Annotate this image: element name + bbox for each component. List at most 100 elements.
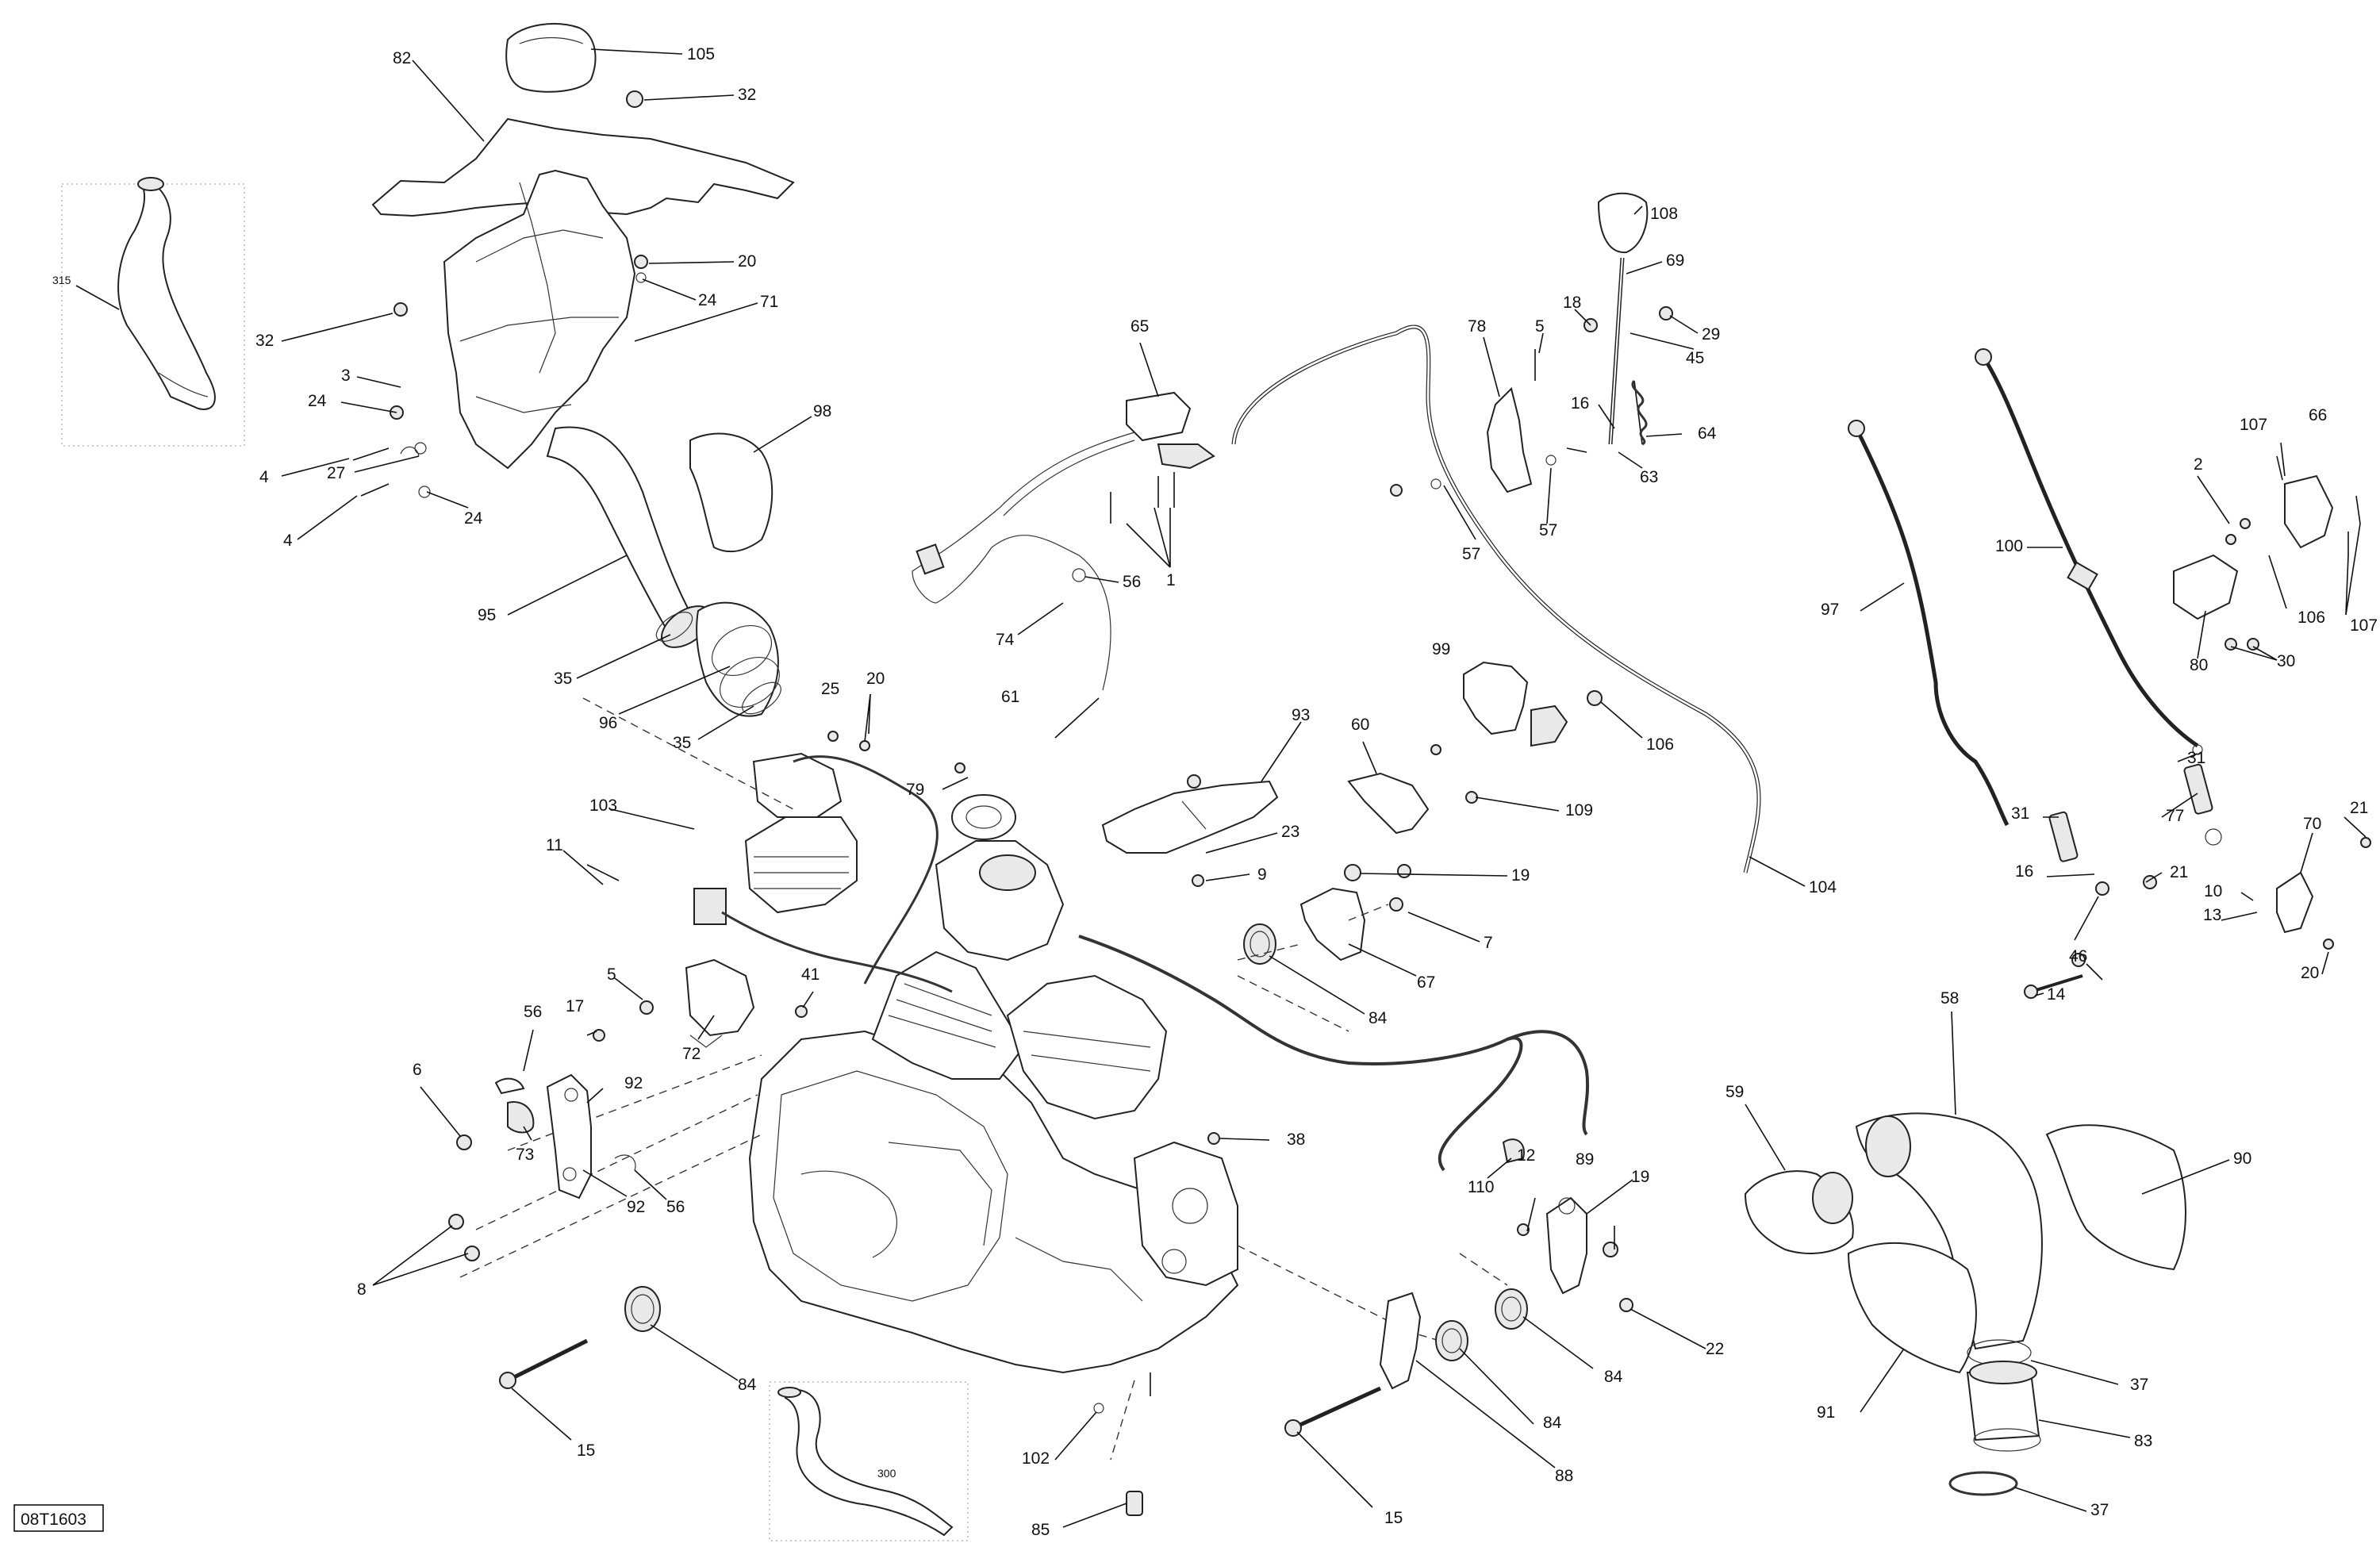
air-intake-assembly — [352, 23, 795, 717]
callout-107: 107 — [2240, 416, 2267, 434]
callout-37: 37 — [2090, 1501, 2109, 1519]
leader-lines — [281, 48, 2367, 1528]
callout-12: 12 — [1517, 1146, 1535, 1165]
callout-20: 20 — [2301, 964, 2319, 982]
callout-96: 96 — [599, 714, 617, 732]
callout-98: 98 — [813, 402, 831, 420]
inset-breather-hose: 300 — [769, 1381, 969, 1541]
callout-56: 56 — [666, 1198, 685, 1216]
callout-14: 14 — [2047, 985, 2066, 1004]
callout-106: 106 — [1646, 735, 1674, 754]
callout-69: 69 — [1666, 251, 1684, 270]
callout-107: 107 — [2350, 616, 2378, 635]
callout-95: 95 — [478, 606, 496, 624]
callout-1: 1 — [1166, 571, 1176, 589]
callout-88: 88 — [1555, 1467, 1573, 1485]
callout-74: 74 — [996, 631, 1015, 649]
callout-38: 38 — [1287, 1130, 1305, 1149]
callout-19: 19 — [1631, 1168, 1649, 1186]
callout-84: 84 — [738, 1376, 757, 1394]
callout-66: 66 — [2309, 406, 2327, 424]
callout-30: 30 — [2277, 652, 2295, 670]
callout-4: 4 — [259, 468, 269, 486]
diagram-id-label: 08T1603 — [21, 1511, 86, 1529]
callout-61: 61 — [1001, 688, 1019, 706]
callout-99: 99 — [1432, 640, 1450, 658]
callout-2: 2 — [2194, 455, 2203, 474]
callout-57: 57 — [1539, 521, 1557, 539]
shift-rods — [1848, 348, 2222, 999]
engine — [459, 697, 1589, 1516]
callout-102: 102 — [1022, 1449, 1050, 1468]
callout-19: 19 — [1511, 866, 1530, 885]
right-engine-mounts — [1284, 1138, 1633, 1437]
callout-71: 71 — [760, 293, 778, 311]
callout-27: 27 — [327, 464, 345, 482]
callout-17: 17 — [566, 997, 584, 1015]
callout-60: 60 — [1351, 716, 1369, 734]
left-engine-mount — [448, 1073, 661, 1389]
callout-13: 13 — [2203, 906, 2221, 924]
callout-77: 77 — [2166, 807, 2184, 825]
callout-56: 56 — [524, 1003, 542, 1021]
callout-21: 21 — [2170, 863, 2188, 881]
throttle-cable — [912, 391, 1215, 739]
callout-24: 24 — [308, 392, 327, 410]
callout-29: 29 — [1702, 325, 1720, 344]
callout-46: 46 — [2069, 947, 2087, 965]
callout-23: 23 — [1281, 823, 1299, 841]
callout-25: 25 — [821, 680, 839, 698]
callout-8: 8 — [357, 1280, 367, 1299]
callout-83: 83 — [2134, 1432, 2152, 1450]
callout-67: 67 — [1417, 973, 1435, 992]
callout-3: 3 — [341, 367, 351, 385]
callout-37: 37 — [2130, 1376, 2148, 1394]
callout-16: 16 — [2015, 862, 2033, 881]
callout-100: 100 — [1995, 537, 2023, 555]
callout-24: 24 — [698, 291, 717, 309]
inset-label-300: 300 — [877, 1467, 896, 1480]
callout-35: 35 — [673, 734, 691, 752]
callout-84: 84 — [1604, 1368, 1623, 1386]
callout-72: 72 — [682, 1045, 701, 1063]
callout-10: 10 — [2204, 882, 2222, 900]
inset-intake-duct: 315 — [52, 177, 245, 447]
callout-70: 70 — [2303, 815, 2321, 833]
callout-82: 82 — [393, 49, 411, 67]
callout-108: 108 — [1650, 205, 1678, 223]
callout-45: 45 — [1686, 349, 1704, 367]
callout-15: 15 — [1384, 1509, 1403, 1527]
callout-58: 58 — [1940, 989, 1959, 1008]
callout-16: 16 — [1571, 394, 1589, 413]
callout-5: 5 — [1535, 317, 1545, 336]
callout-15: 15 — [577, 1441, 595, 1460]
callout-21: 21 — [2350, 799, 2368, 817]
callout-109: 109 — [1565, 801, 1593, 820]
callout-11: 11 — [546, 836, 563, 854]
callout-20: 20 — [866, 670, 885, 688]
callout-9: 9 — [1257, 866, 1267, 884]
callout-24: 24 — [464, 509, 483, 528]
callout-35: 35 — [554, 670, 572, 688]
callout-22: 22 — [1706, 1340, 1724, 1358]
shift-lever-assembly — [1390, 192, 1673, 497]
callout-31: 31 — [2187, 749, 2205, 767]
callout-80: 80 — [2190, 656, 2208, 674]
callout-85: 85 — [1031, 1521, 1050, 1539]
shifter-brackets — [2173, 474, 2371, 950]
callout-97: 97 — [1821, 601, 1839, 619]
callout-63: 63 — [1640, 468, 1658, 486]
mount-67 — [1243, 864, 1411, 965]
callout-104: 104 — [1809, 878, 1837, 896]
callout-20: 20 — [738, 252, 756, 271]
callout-78: 78 — [1468, 317, 1486, 336]
callout-65: 65 — [1130, 317, 1149, 336]
callout-18: 18 — [1563, 294, 1581, 312]
callout-110: 110 — [1468, 1178, 1494, 1196]
callout-92: 92 — [624, 1074, 643, 1092]
callout-73: 73 — [516, 1146, 534, 1164]
callout-91: 91 — [1817, 1403, 1835, 1422]
diagram-id-box — [13, 1504, 104, 1532]
